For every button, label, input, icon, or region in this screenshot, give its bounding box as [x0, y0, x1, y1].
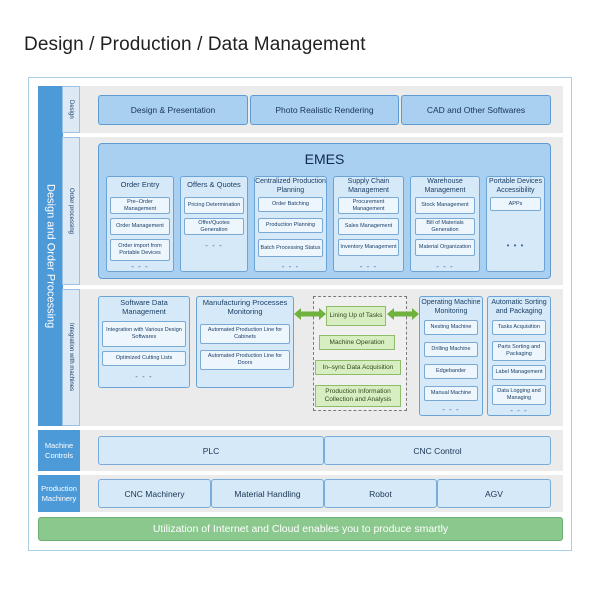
offers-quotes-more: - - -: [205, 240, 223, 250]
machine-operation-box: Machine Operation: [319, 335, 395, 350]
bill-of-materials-box: Bill of Materials Generation: [415, 218, 475, 235]
cloud-banner: Utilization of Internet and Cloud enable…: [38, 517, 563, 541]
operating-machine-more: - - -: [442, 404, 460, 414]
drilling-machine-box: Drilling Machine: [424, 342, 478, 357]
order-entry-more: - - -: [131, 261, 149, 271]
tasks-acquisition-box: Tasks Acquisition: [492, 320, 546, 335]
warehouse-title: Warehouse Management: [424, 178, 466, 194]
manual-machine-box: Manual Machine: [424, 386, 478, 401]
production-planning-more: - - -: [281, 261, 300, 271]
pricing-determination-box: Pricing Determination: [184, 197, 244, 214]
portable-devices-title: Portable Devices Accessibility: [489, 178, 542, 194]
warehouse-more: - - -: [436, 261, 454, 271]
portable-devices-more: • • •: [506, 240, 525, 250]
cutting-lists-box: Optimized Cutting Lists: [102, 351, 186, 366]
parts-sorting-box: Parts Sorting and Packaging: [492, 341, 546, 361]
procurement-management-box: Procurement Management: [338, 197, 399, 214]
offers-quotes-title: Offers & Quotes: [187, 179, 241, 189]
cnc-control-box: CNC Control: [324, 436, 551, 465]
design-and-order-processing-label: Design and Order Processing: [38, 86, 63, 426]
software-data-more: - - -: [135, 371, 153, 381]
plc-box: PLC: [98, 436, 324, 465]
double-arrow-right-icon: [387, 308, 419, 320]
operating-machine-title: Operating Machine Monitoring: [421, 299, 481, 315]
material-organization-box: Material Organization: [415, 239, 475, 256]
order-entry-title: Order Entry: [120, 179, 160, 189]
design-presentation-box: Design & Presentation: [98, 95, 248, 125]
side-label-production-machinery: Production Machinery: [38, 475, 80, 512]
production-planning-box: Production Planning: [258, 218, 323, 233]
data-acquisition-box: In–sync Data Acquisition: [315, 360, 401, 375]
cad-software-box: CAD and Other Softwares: [401, 95, 551, 125]
inventory-management-box: Inventory Management: [338, 239, 399, 256]
robot-box: Robot: [324, 479, 437, 508]
double-arrow-left-icon: [294, 308, 326, 320]
portable-devices-column: [486, 176, 545, 272]
side-label-order-processing: Order processing: [62, 137, 80, 285]
cabinet-line-box: Automated Production Line for Cabinets: [200, 324, 290, 344]
supply-chain-title: Supply Chain Management: [347, 178, 390, 194]
side-label-machine-controls: Machine Controls: [38, 430, 80, 471]
data-logging-box: Data Logging and Managing: [492, 385, 546, 405]
production-planning-title: Centralized Production Planning: [255, 178, 326, 194]
label-management-box: Label Management: [492, 365, 546, 380]
order-batching-box: Order Batching: [258, 197, 323, 212]
nesting-machine-box: Nesting Machine: [424, 320, 478, 335]
stock-management-box: Stock Management: [415, 197, 475, 214]
order-management-box: Order Management: [110, 218, 170, 235]
offer-quotes-generation-box: Offer/Quotes Generation: [184, 218, 244, 235]
pre-order-management-box: Pre–Order Management: [110, 197, 170, 214]
emes-title: EMES: [304, 151, 345, 167]
sorting-packaging-more: - - -: [510, 405, 528, 415]
edgebander-box: Edgebander: [424, 364, 478, 379]
design-software-integration-box: Integration with Various Design Software…: [102, 321, 186, 347]
software-data-title: Software Data Management: [120, 298, 168, 316]
supply-chain-more: - - -: [359, 261, 378, 271]
agv-box: AGV: [437, 479, 551, 508]
side-label-design: Design: [62, 86, 80, 133]
manufacturing-title: Manufacturing Processes Monitoring: [202, 298, 288, 316]
photo-realistic-rendering-box: Photo Realistic Rendering: [250, 95, 399, 125]
apps-box: APPs: [490, 197, 541, 211]
sorting-packaging-title: Automatic Sorting and Packaging: [491, 299, 547, 315]
sales-management-box: Sales Management: [338, 218, 399, 235]
production-information-box: Production Information Collection and An…: [315, 385, 401, 407]
cnc-machinery-box: CNC Machinery: [98, 479, 211, 508]
material-handling-box: Material Handling: [211, 479, 324, 508]
order-import-box: Order import from Portable Devices: [110, 239, 170, 261]
lining-up-tasks-box: Lining Up of Tasks: [326, 306, 386, 326]
page-title: Design / Production / Data Management: [24, 34, 366, 55]
door-line-box: Automated Production Line for Doors: [200, 350, 290, 370]
batch-processing-status-box: Batch Processing Status: [258, 239, 323, 257]
side-label-integration: Integration with machines: [62, 289, 80, 426]
